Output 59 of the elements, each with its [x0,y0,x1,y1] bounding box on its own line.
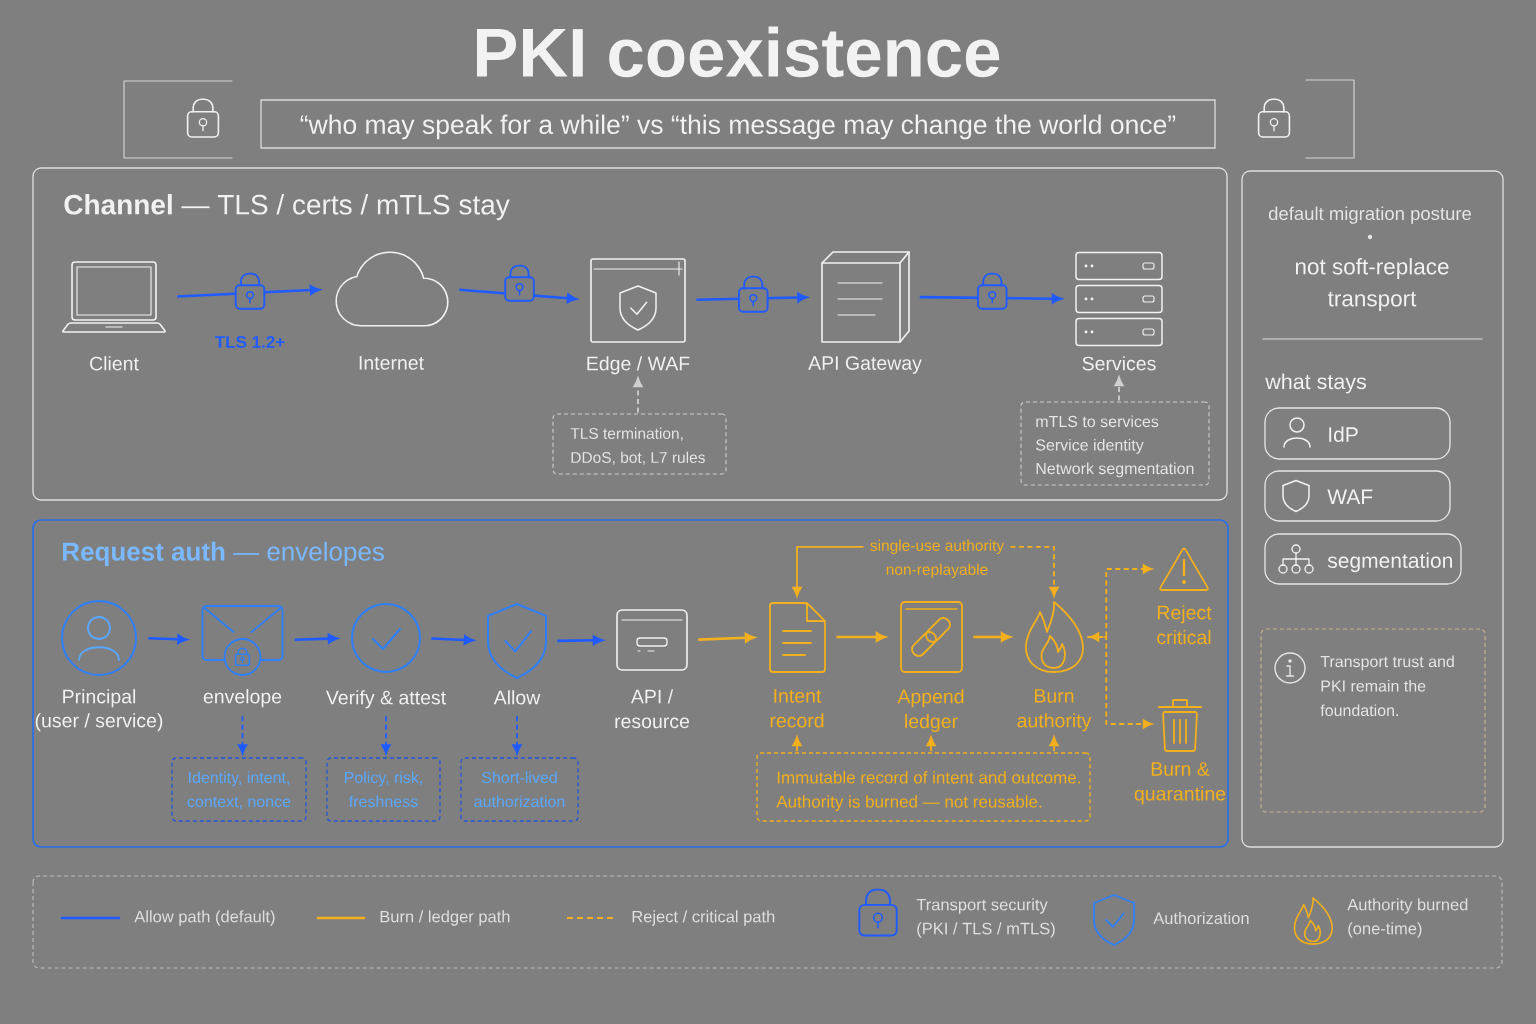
arrow [919,293,1062,304]
icon-caption: Client [90,356,139,371]
arrow [1089,564,1153,642]
section-heading: what stays [1265,373,1366,394]
arrow [1086,636,1153,729]
legend-text: Burn / ledger path [380,910,510,926]
subtitle-box: “who may speak for a while” vs “this message may change the world once” [260,99,1216,149]
arrow [1114,376,1124,402]
icon-caption: Reject critical [1157,605,1212,645]
legend-text: Reject / critical path [632,910,775,926]
arrow [148,634,188,645]
tag-chip: segmentation [1264,533,1462,585]
icon-caption: Allow [493,690,541,705]
legend-text: Authorization [1153,911,1249,925]
panel-statement: not soft-replace transport [1295,258,1449,311]
arrow [792,736,802,753]
icon-caption: Burn & quarantine [1134,762,1226,805]
arrow [792,545,865,597]
legend-text: Allow path (default) [134,910,275,926]
annotation: single-use authority non-replayable [870,539,1005,579]
icon-caption: Append ledger [897,689,964,733]
legend-text: Transport security (PKI / TLS / mTLS) [916,898,1055,938]
callout-box: Immutable record of intent and outcome. Authority is burned — not reusable. [756,752,1091,822]
arrow [698,633,755,643]
arrow [836,632,886,642]
callout-box: TLS termination, DDoS, bot, L7 rules [552,413,727,475]
callout-box: Identity, intent, context, nonce [171,757,307,822]
icon-caption: Burn authority [1017,689,1092,732]
arrow [294,633,338,644]
arrow [512,715,522,755]
title: PKI coexistence [477,26,1000,78]
icon-caption: Verify & attest [325,690,446,709]
arrow [1009,545,1059,597]
tag-chip: WAF [1264,470,1451,522]
icon-caption: Edge / WAF [587,356,690,375]
arrow [926,736,936,753]
icon-caption: Intent record [770,689,824,728]
note-box: Transport trust and PKI remain the foundation. [1260,628,1486,813]
callout-box: Policy, risk, freshness [326,757,441,822]
panel-heading: default migration posture [1268,206,1471,224]
legend-text: Authority burned (one-time) [1347,898,1468,938]
arrow [1049,736,1059,753]
arrow [237,715,248,755]
icon-caption: envelope [203,689,282,708]
arrow [381,715,391,755]
icon-caption: Internet [359,356,424,370]
callout-box: Short-lived authorization [460,757,579,822]
arrow [633,377,643,414]
icon-caption: API Gateway [808,356,922,374]
panel-heading: Channel — TLS / certs / mTLS stay [64,194,510,221]
callout-box: mTLS to services Service identity Network segmentation [1020,401,1210,486]
icon-caption: Services [1082,356,1156,371]
icon-caption: API / resource [615,689,690,729]
arrow [973,632,1011,642]
icon-caption: (user / service) [35,713,163,732]
icon-caption: Principal [63,689,136,708]
panel-heading: Request auth — envelopes [63,541,384,566]
arrow [557,635,603,646]
tag-chip: IdP [1264,407,1451,460]
